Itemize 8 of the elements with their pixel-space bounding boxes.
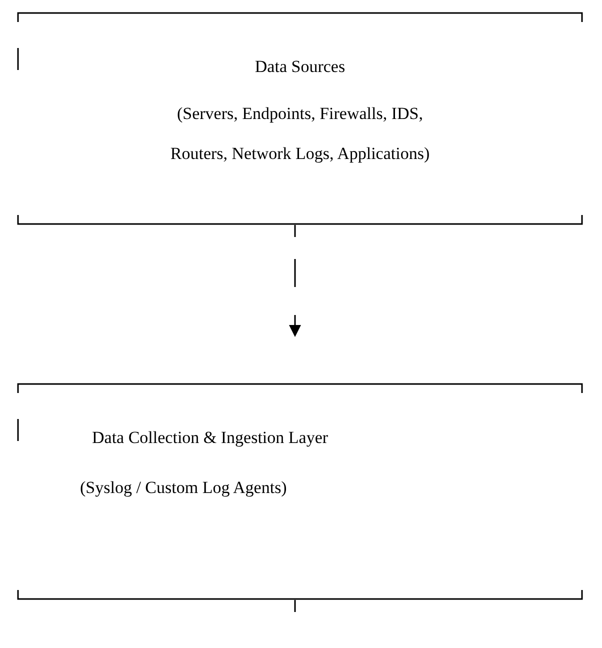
box-title: Data Collection & Ingestion Layer — [92, 427, 328, 449]
box-description: (Syslog / Custom Log Agents) — [80, 477, 287, 499]
connector-line — [294, 600, 296, 612]
bracket-box — [17, 12, 583, 225]
arrow — [289, 225, 301, 337]
box-title: Data Sources — [254, 56, 346, 78]
box-description: (Servers, Endpoints, Firewalls, IDS, Routers, Network Logs, Applications) — [169, 103, 431, 165]
bracket-box — [17, 383, 583, 600]
